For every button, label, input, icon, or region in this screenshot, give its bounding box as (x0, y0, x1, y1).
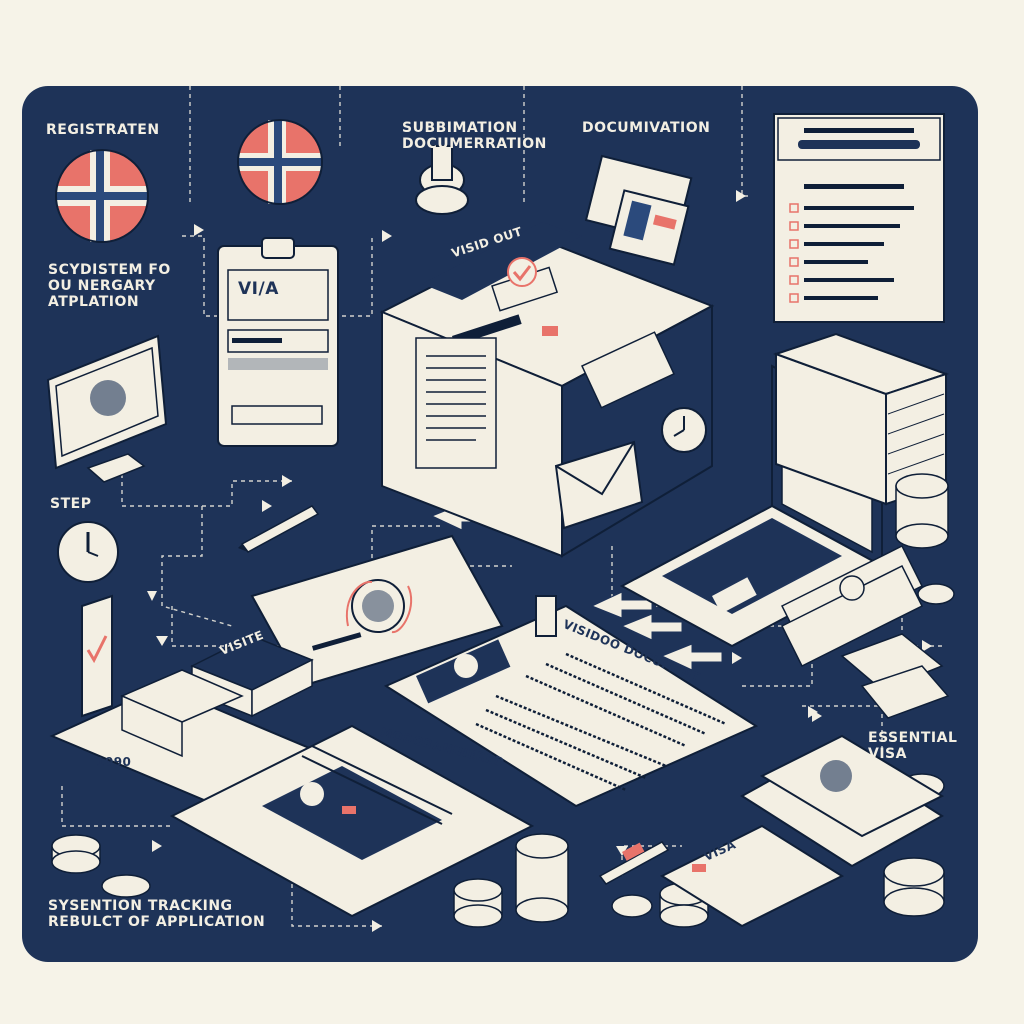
pen-icon (238, 505, 670, 885)
diagram-illustration (46, 86, 955, 932)
step-label-submission: SUBBIMATION DOCUMERRATION (402, 120, 547, 153)
step-label-documentation: DOCUMIVATION (582, 120, 711, 136)
step-label-registration: REGISTRATEN (46, 122, 160, 138)
envelope-icon (554, 440, 644, 530)
banknote-icon (780, 544, 950, 719)
flag-icon (55, 149, 149, 243)
clock-icon (57, 521, 119, 583)
coin-stack-icon (51, 473, 955, 928)
ticket-document (659, 824, 845, 928)
stamp-icon (415, 145, 469, 215)
step-label-tracking: SYSENTION TRACKING REBULCT OF APPLICATIO… (48, 898, 266, 931)
document-stack (584, 154, 693, 266)
flag-icon (237, 119, 323, 205)
checklist-icon (400, 340, 408, 436)
stack-tag: 1090 (96, 755, 132, 769)
arrow-icon (147, 190, 932, 932)
monitor-icon (46, 334, 168, 483)
visa-card-title: VI/A (238, 279, 279, 299)
step-label-system: SCYDISTEM FO OU NERGARY ATPLATION (48, 262, 171, 311)
document-stack (740, 734, 945, 868)
visa-form-card (217, 237, 339, 447)
submission-box (379, 222, 715, 558)
step-label-step: STEP (50, 496, 92, 512)
diagram-panel: REGISTRATEN SUBBIMATION DOCUMERRATION DO… (22, 86, 978, 962)
clock-icon (661, 407, 707, 453)
application-form (169, 724, 535, 918)
checklist-icon (773, 113, 945, 323)
passport-document (250, 534, 504, 688)
visa-document (383, 595, 759, 808)
step-label-essential-visa: ESSENTIAL VISA (868, 730, 958, 763)
